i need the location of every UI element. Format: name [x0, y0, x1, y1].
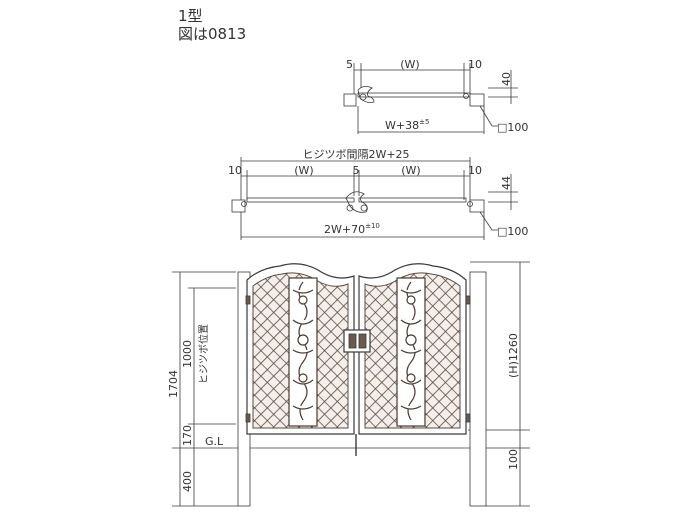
total-height-label: 1704 [167, 370, 180, 398]
mid-hinge-left [241, 201, 247, 207]
mid-center-gap-label: 5 [353, 164, 360, 177]
top-post-size-label: □100 [497, 121, 528, 134]
embed-depth-label: 400 [181, 471, 194, 492]
mid-overall-label: 2W+70±10 [324, 222, 380, 236]
mid-gate-leaf-right [358, 197, 467, 203]
mid-depth-label: 44 [500, 176, 513, 190]
top-post-right [469, 93, 485, 107]
mid-plan-view [231, 157, 518, 240]
hinge-position-label: ヒジツボ位置 [197, 324, 210, 384]
bottom-clearance-label: 100 [507, 449, 520, 470]
top-right-gap-label: 10 [468, 58, 482, 71]
top-hinge-detail [357, 86, 375, 103]
mid-gate-leaf-left [246, 197, 355, 203]
gate-height-label: (H)1260 [507, 333, 520, 378]
top-gate-leaf [357, 92, 471, 98]
hinge-upper-left [245, 295, 251, 305]
figure-note: 図は0813 [178, 25, 247, 43]
mid-post-size-label: □100 [497, 225, 528, 238]
top-left-gap-label: 5 [346, 58, 353, 71]
mid-latch-pin-left [346, 204, 354, 212]
mid-hinge-right [467, 201, 473, 207]
lock-handle-left [348, 333, 357, 349]
top-plan-view [343, 63, 518, 134]
top-hinge-pin [359, 93, 367, 101]
lower-offset-label: 170 [181, 425, 194, 446]
mid-hinge-span-label: ヒジツボ間隔2W+25 [302, 148, 409, 161]
mid-right-gap-label: 10 [468, 164, 482, 177]
top-post-left [343, 93, 357, 107]
top-post-leader [479, 105, 498, 127]
hinge-upper-right [465, 295, 471, 305]
hinge-lower-left [245, 413, 251, 423]
mid-left-gap-label: 10 [228, 164, 242, 177]
mid-center-latch [345, 191, 368, 213]
top-width-label: (W) [400, 58, 419, 71]
ornament-left [288, 277, 318, 427]
mid-post-right [469, 199, 485, 213]
top-latch [463, 93, 469, 99]
elevation-labels: 1704 1000 ヒジツボ位置 170 G.L 400 (H)1260 100 [167, 324, 520, 492]
mid-left-width-label: (W) [294, 164, 313, 177]
mid-right-width-label: (W) [401, 164, 420, 177]
ornament-right [396, 277, 426, 427]
top-depth-label: 40 [500, 72, 513, 86]
hinge-lower-right [465, 413, 471, 423]
hinge-height-label: 1000 [181, 340, 194, 368]
front-elevation [172, 261, 530, 507]
top-overall-label: W+38±5 [385, 118, 429, 132]
mid-plan-labels: ヒジツボ間隔2W+25 10 (W) 5 (W) 10 44 2W+70±10 … [228, 148, 528, 238]
mid-post-leader [479, 211, 498, 231]
lock-handle-right [358, 333, 367, 349]
mid-latch-pin-right [360, 204, 368, 212]
top-plan-labels: 5 (W) 10 40 W+38±5 □100 [346, 58, 528, 134]
ground-line-label: G.L [205, 435, 224, 448]
model-title: 1型 [178, 7, 203, 25]
post-right [469, 271, 487, 507]
